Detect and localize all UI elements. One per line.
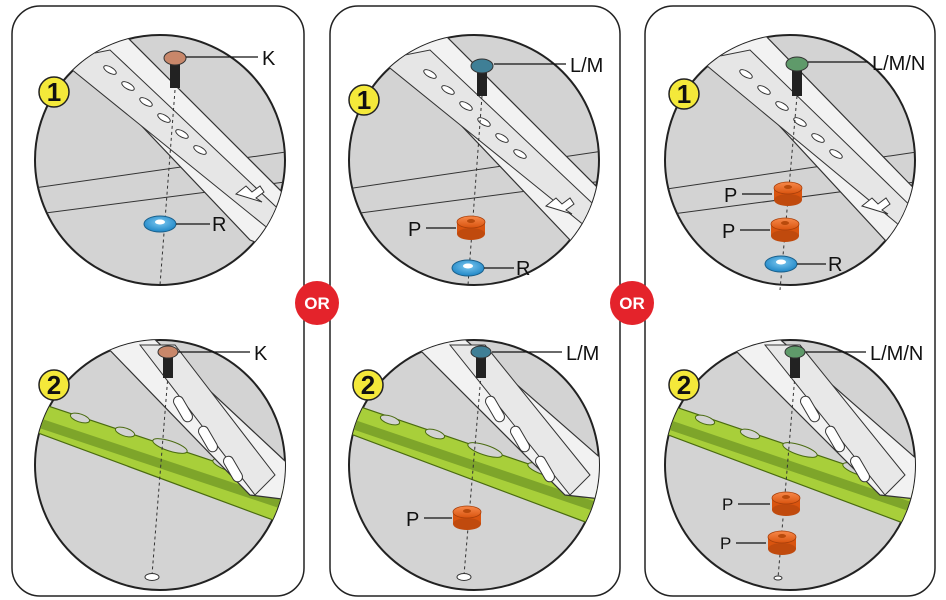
panel-2-step-1-badge — [348, 84, 380, 116]
panel-3-top-spacer-2-label: P — [722, 221, 735, 243]
panel-1-step-1-badge — [38, 76, 70, 108]
panel-2-bottom-spacer-label: P — [406, 509, 419, 531]
panel-2-step-2-number: 2 — [361, 370, 375, 400]
or-badge-2 — [610, 281, 654, 325]
panel-3-top-washer-label: R — [828, 254, 842, 276]
panel-2-step-2-illustration — [348, 339, 600, 591]
panel-1-top-washer-label: R — [212, 214, 226, 236]
or-badge-2-label: OR — [619, 294, 645, 313]
panel-1-top-screw-label: K — [262, 48, 276, 70]
panel-3-bottom-spacer-1-label: P — [722, 495, 733, 514]
or-badge-1 — [295, 281, 339, 325]
panel-1-step-2-illustration — [34, 339, 286, 591]
panel-3-step-2-badge — [668, 369, 700, 401]
panel-3-step-1-badge — [668, 78, 700, 110]
panel-1-step-1-number: 1 — [47, 77, 61, 107]
panel-3-bottom-spacer-2-label: P — [720, 534, 731, 553]
panel-1-step-2-number: 2 — [47, 370, 61, 400]
panel-2-step-2-badge — [352, 369, 384, 401]
panel-2-step-1-number: 1 — [357, 85, 371, 115]
panel-2-bottom-screw-label: L/M — [566, 343, 599, 365]
panel-1-bottom-screw-label: K — [254, 343, 268, 365]
panel-3-step-1-number: 1 — [677, 79, 691, 109]
panel-3-top-screw-label: L/M/N — [872, 53, 925, 75]
panel-2-top-spacer-label: P — [408, 219, 421, 241]
panel-3-top-spacer-1-label: P — [724, 185, 737, 207]
panel-1-step-2-badge — [38, 369, 70, 401]
panel-1-step-1-illustration — [34, 34, 286, 286]
panel-2-top-washer-label: R — [516, 258, 530, 280]
panel-3-step-1-illustration — [664, 34, 916, 291]
or-badge-1-label: OR — [304, 294, 330, 313]
panel-2-step-1-illustration — [348, 34, 600, 286]
panel-3-step-2-number: 2 — [677, 370, 691, 400]
panel-3-bottom-screw-label: L/M/N — [870, 343, 923, 365]
panel-3-step-2-illustration — [664, 339, 916, 591]
panel-2-top-screw-label: L/M — [570, 55, 603, 77]
